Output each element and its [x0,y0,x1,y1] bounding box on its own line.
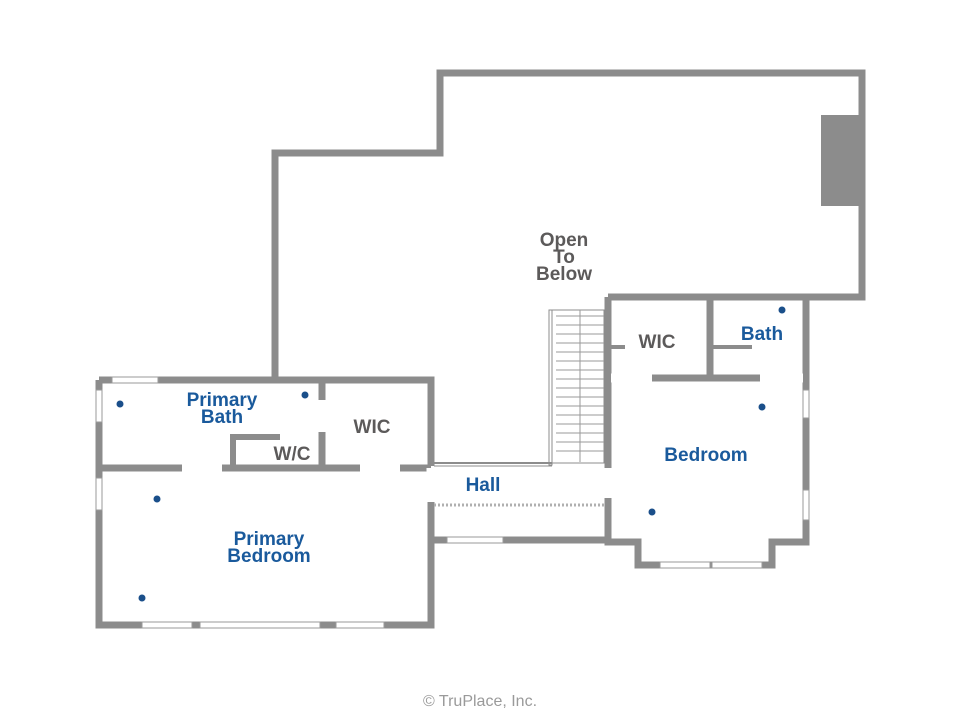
room-label-primary-bath: Primary Bath [186,390,258,428]
room-label-bath: Bath [740,324,784,345]
room-label-open-to-below: Open To Below [536,230,592,285]
room-label-wic-primary: WIC [353,417,391,438]
room-label-bedroom: Bedroom [664,445,748,466]
room-label-wic-upper: WIC [638,332,676,353]
copyright-footer: © TruPlace, Inc. [422,693,538,710]
room-label-hall: Hall [465,475,501,496]
room-label-wc: W/C [273,444,311,465]
room-label-primary-bedroom: Primary Bedroom [227,529,311,567]
